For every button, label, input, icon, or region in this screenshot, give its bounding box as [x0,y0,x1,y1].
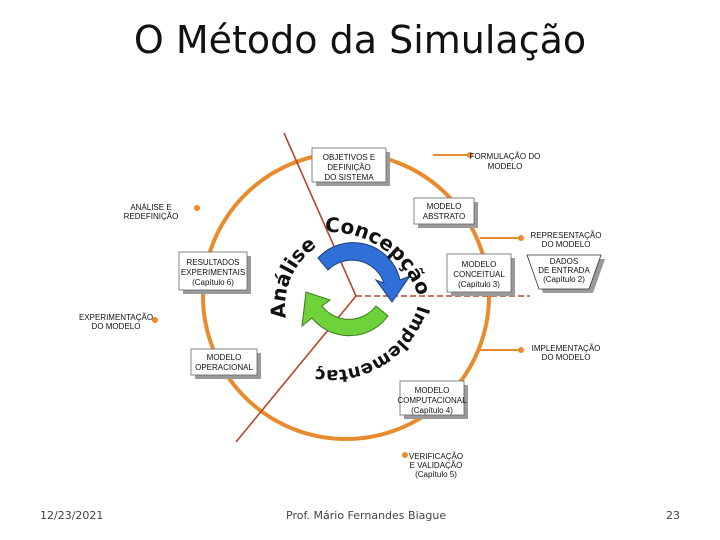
box-modelo-operacional-line-1: MODELO [207,353,242,362]
label-analise-redefinicao-line-2: REDEFINIÇÃO [124,212,179,221]
box-resultados: RESULTADOS EXPERIMENTAIS (Capítulo 6) [178,251,251,294]
label-verificacao-line-2: E VALIDAÇÃO [410,461,463,470]
box-resultados-line-3: (Capítulo 6) [192,278,234,287]
label-experimentacao: EXPERIMENTAÇÃO DO MODELO [79,313,153,331]
box-modelo-computacional-line-2: COMPUTACIONAL [397,396,467,405]
label-implementacao-modelo: IMPLEMENTAÇÃO DO MODELO [532,344,601,362]
label-representacao: REPRESENTAÇÃO DO MODELO [531,231,602,249]
box-resultados-line-2: EXPERIMENTAIS [181,268,245,277]
connectors [152,152,524,458]
box-modelo-computacional: MODELO COMPUTACIONAL (Capítulo 4) [397,380,468,419]
box-objetivos-line-3: DO SISTEMA [324,173,374,182]
cycle-arrows [301,242,412,337]
box-modelo-conceitual-line-2: CONCEITUAL [453,270,505,279]
footer-date: 12/23/2021 [40,509,104,522]
box-dados-entrada-line-3: (Capítulo 2) [543,275,585,284]
label-experimentacao-line-2: DO MODELO [92,322,141,331]
footer-author: Prof. Mário Fernandes Biague [286,509,447,522]
label-formulacao-line-1: FORMULAÇÃO DO [470,152,541,161]
label-implementacao-modelo-line-1: IMPLEMENTAÇÃO [532,344,601,353]
footer-page-number: 23 [666,509,680,522]
green-arrow [301,291,389,337]
box-modelo-operacional-line-2: OPERACIONAL [195,363,253,372]
label-verificacao-line-3: (Capítulo 5) [415,470,457,479]
box-resultados-line-1: RESULTADOS [186,258,239,267]
box-objetivos-line-2: DEFINIÇÃO [327,163,371,172]
label-representacao-line-2: DO MODELO [542,240,591,249]
label-verificacao-line-1: VERIFICAÇÃO [409,452,463,461]
blue-arrow [317,242,412,303]
box-modelo-abstrato-line-2: ABSTRATO [423,212,465,221]
box-modelo-conceitual-line-3: (Capítulo 3) [458,280,500,289]
label-experimentacao-line-1: EXPERIMENTAÇÃO [79,313,153,322]
label-analise-redefinicao: ANÁLISE E REDEFINIÇÃO [124,203,179,221]
label-formulacao: FORMULAÇÃO DO MODELO [470,152,541,171]
box-modelo-conceitual: MODELO CONCEITUAL (Capítulo 3) [446,253,515,296]
label-formulacao-line-2: MODELO [488,162,523,171]
label-representacao-line-1: REPRESENTAÇÃO [531,231,602,240]
label-verificacao: VERIFICAÇÃO E VALIDAÇÃO (Capítulo 5) [409,452,463,479]
box-dados-entrada-line-2: DE ENTRADA [538,266,590,275]
slide-title: O Método da Simulação [133,18,587,62]
label-implementacao-modelo-line-2: DO MODELO [542,353,591,362]
node-dot [194,205,200,211]
box-modelo-abstrato: MODELO ABSTRATO [413,197,478,228]
node-dot [402,452,408,458]
box-dados-entrada-line-1: DADOS [550,257,578,266]
box-modelo-computacional-line-1: MODELO [415,386,450,395]
box-modelo-operacional: MODELO OPERACIONAL [190,348,261,379]
node-dot [152,317,158,323]
box-objetivos-line-1: OBJETIVOS E [323,153,375,162]
box-modelo-conceitual-line-1: MODELO [462,260,497,269]
box-modelo-abstrato-line-1: MODELO [427,202,462,211]
box-dados-entrada: DADOS DE ENTRADA (Capítulo 2) [526,254,605,293]
divider-line [283,132,357,297]
box-modelo-computacional-line-3: (Capítulo 4) [411,406,453,415]
label-analise-redefinicao-line-1: ANÁLISE E [130,203,171,212]
box-objetivos: OBJETIVOS E DEFINIÇÃO DO SISTEMA [311,147,390,186]
